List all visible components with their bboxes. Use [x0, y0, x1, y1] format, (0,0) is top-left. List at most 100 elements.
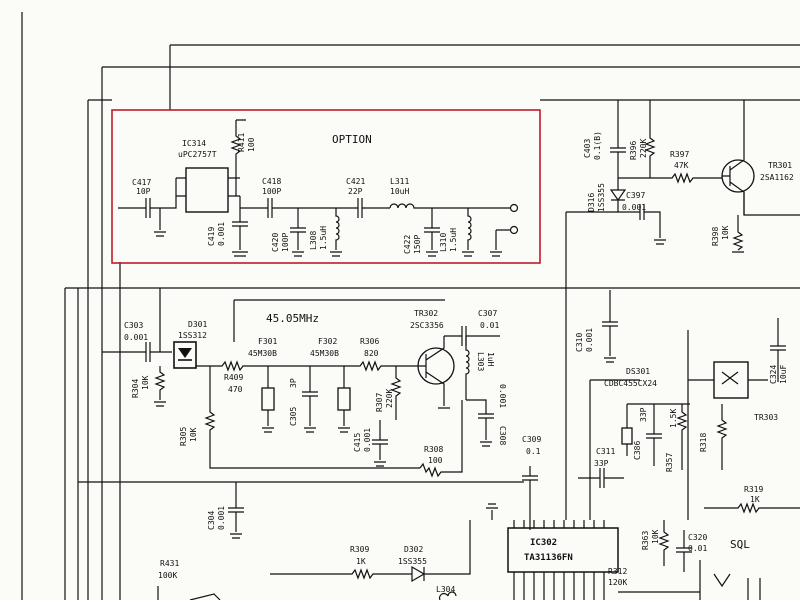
c419-value: 0.001 [217, 222, 226, 246]
r312: R312 120K [608, 567, 700, 593]
c311-ref: C311 [596, 447, 615, 456]
if-frequency-label: 45.05MHz [266, 312, 319, 325]
r318: R318 [699, 404, 728, 470]
c418-value: 100P [262, 187, 281, 196]
f301: F301 45M30B [248, 337, 277, 433]
c309: C309 0.1 [486, 435, 541, 530]
c386-ref: C386 [633, 441, 642, 460]
c417: C417 10P [118, 178, 177, 237]
c422-ref: C422 [403, 235, 412, 254]
c415-value: 0.001 [363, 428, 372, 452]
d301: D301 1SS312 [173, 320, 207, 369]
tr303-ref: TR303 [754, 413, 778, 422]
l310: L310 1.5uH [432, 207, 474, 257]
l310-value: 1.5uH [449, 228, 458, 252]
r396: R396 220K [618, 100, 656, 179]
c415-ref: C415 [353, 433, 362, 452]
tr301-part: 2SA1162 [760, 173, 794, 182]
c386: C386 33P [633, 404, 662, 466]
r396-ref: R396 [629, 141, 638, 160]
c307-value: 0.01 [480, 321, 499, 330]
c305: C305 3P [268, 365, 318, 433]
c303: C303 0.001 [102, 321, 172, 362]
r306-ref: R306 [360, 337, 379, 346]
c303-value: 0.001 [124, 333, 148, 342]
ic302-ref: IC302 [530, 538, 557, 548]
f301-part: 45M30B [248, 349, 277, 358]
l303-ref: L303 [476, 352, 485, 371]
f302-part: 45M30B [310, 349, 339, 358]
r304-ref: R304 [131, 379, 140, 398]
l308-ref: L308 [309, 231, 318, 250]
r304: R304 10K [131, 288, 166, 407]
l304-ref: L304 [436, 585, 455, 594]
c397-ref: C397 [626, 191, 645, 200]
c307: C307 0.01 [444, 309, 500, 346]
r307-ref: R307 [375, 393, 384, 412]
c419: C419 0.001 [207, 196, 248, 257]
c310-ref: C310 [575, 333, 584, 352]
r307: R307 220K [375, 366, 402, 420]
ic314: IC314 uPC2757T [176, 139, 240, 213]
c418: C418 100P [240, 177, 298, 218]
ds301-ref: DS301 [626, 367, 650, 376]
c421-value: 22P [348, 187, 363, 196]
c397-value: 0.001 [622, 203, 646, 212]
c305-ref: C305 [289, 407, 298, 426]
c305-value: 3P [289, 378, 298, 388]
r319-value: 1K [750, 495, 760, 504]
c311: C311 33P [578, 447, 624, 488]
c420-ref: C420 [271, 233, 280, 252]
r308-ref: R308 [424, 445, 443, 454]
l303: L303 1uH [465, 336, 495, 400]
r357: R357 1.5K [627, 403, 690, 472]
r319: R319 1K [704, 485, 800, 514]
c397: C397 0.001 [565, 191, 666, 520]
r307-value: 220K [385, 389, 394, 408]
r397-ref: R397 [670, 150, 689, 159]
l308: L308 1.5uH [298, 207, 342, 257]
ic314-part: uPC2757T [178, 150, 217, 159]
c324-value: 10uF [779, 365, 788, 384]
c386-value: 33P [639, 407, 648, 422]
option-title: OPTION [332, 133, 372, 146]
tr302-part: 2SC3356 [410, 321, 444, 330]
ic314-ref: IC314 [182, 139, 206, 148]
r309-ref: R309 [350, 545, 369, 554]
r306-value: 820 [364, 349, 379, 358]
d316: D316 1SS355 [587, 178, 640, 213]
c421-ref: C421 [346, 177, 365, 186]
r312-ref: R312 [608, 567, 627, 576]
r305: R305 10K [179, 366, 420, 469]
l310-ref: L310 [439, 233, 448, 252]
tr302-ref: TR302 [414, 309, 438, 318]
option-box-border [111, 109, 541, 264]
r306: R306 820 [344, 337, 404, 372]
d302-part: 1SS355 [398, 557, 427, 566]
r411-value: 100 [247, 137, 256, 152]
r431: R431 100K [157, 559, 221, 601]
c308: C308 0.001 [466, 384, 507, 447]
r363-ref: R363 [641, 531, 650, 550]
r309-value: 1K [356, 557, 366, 566]
r308: R308 100 [419, 400, 463, 478]
r397: R397 47K [650, 150, 722, 184]
l311-ref: L311 [390, 177, 409, 186]
l303-value: 1uH [486, 352, 495, 367]
r319-ref: R319 [744, 485, 763, 494]
c415: C415 0.001 [353, 420, 388, 467]
c310: C310 0.001 [575, 290, 618, 363]
r308-value: 100 [428, 456, 443, 465]
r304-value: 10K [141, 375, 150, 390]
c403: C403 0.1(B) [583, 100, 626, 178]
r398: R398 10K [711, 192, 745, 253]
r431-value: 100K [158, 571, 177, 580]
r363-value: 10K [651, 529, 660, 544]
c418-ref: C418 [262, 177, 281, 186]
tr301-ref: TR301 [768, 161, 792, 170]
r397-value: 47K [674, 161, 689, 170]
r318-ref: R318 [699, 433, 708, 452]
c308-value: 0.001 [498, 384, 507, 408]
